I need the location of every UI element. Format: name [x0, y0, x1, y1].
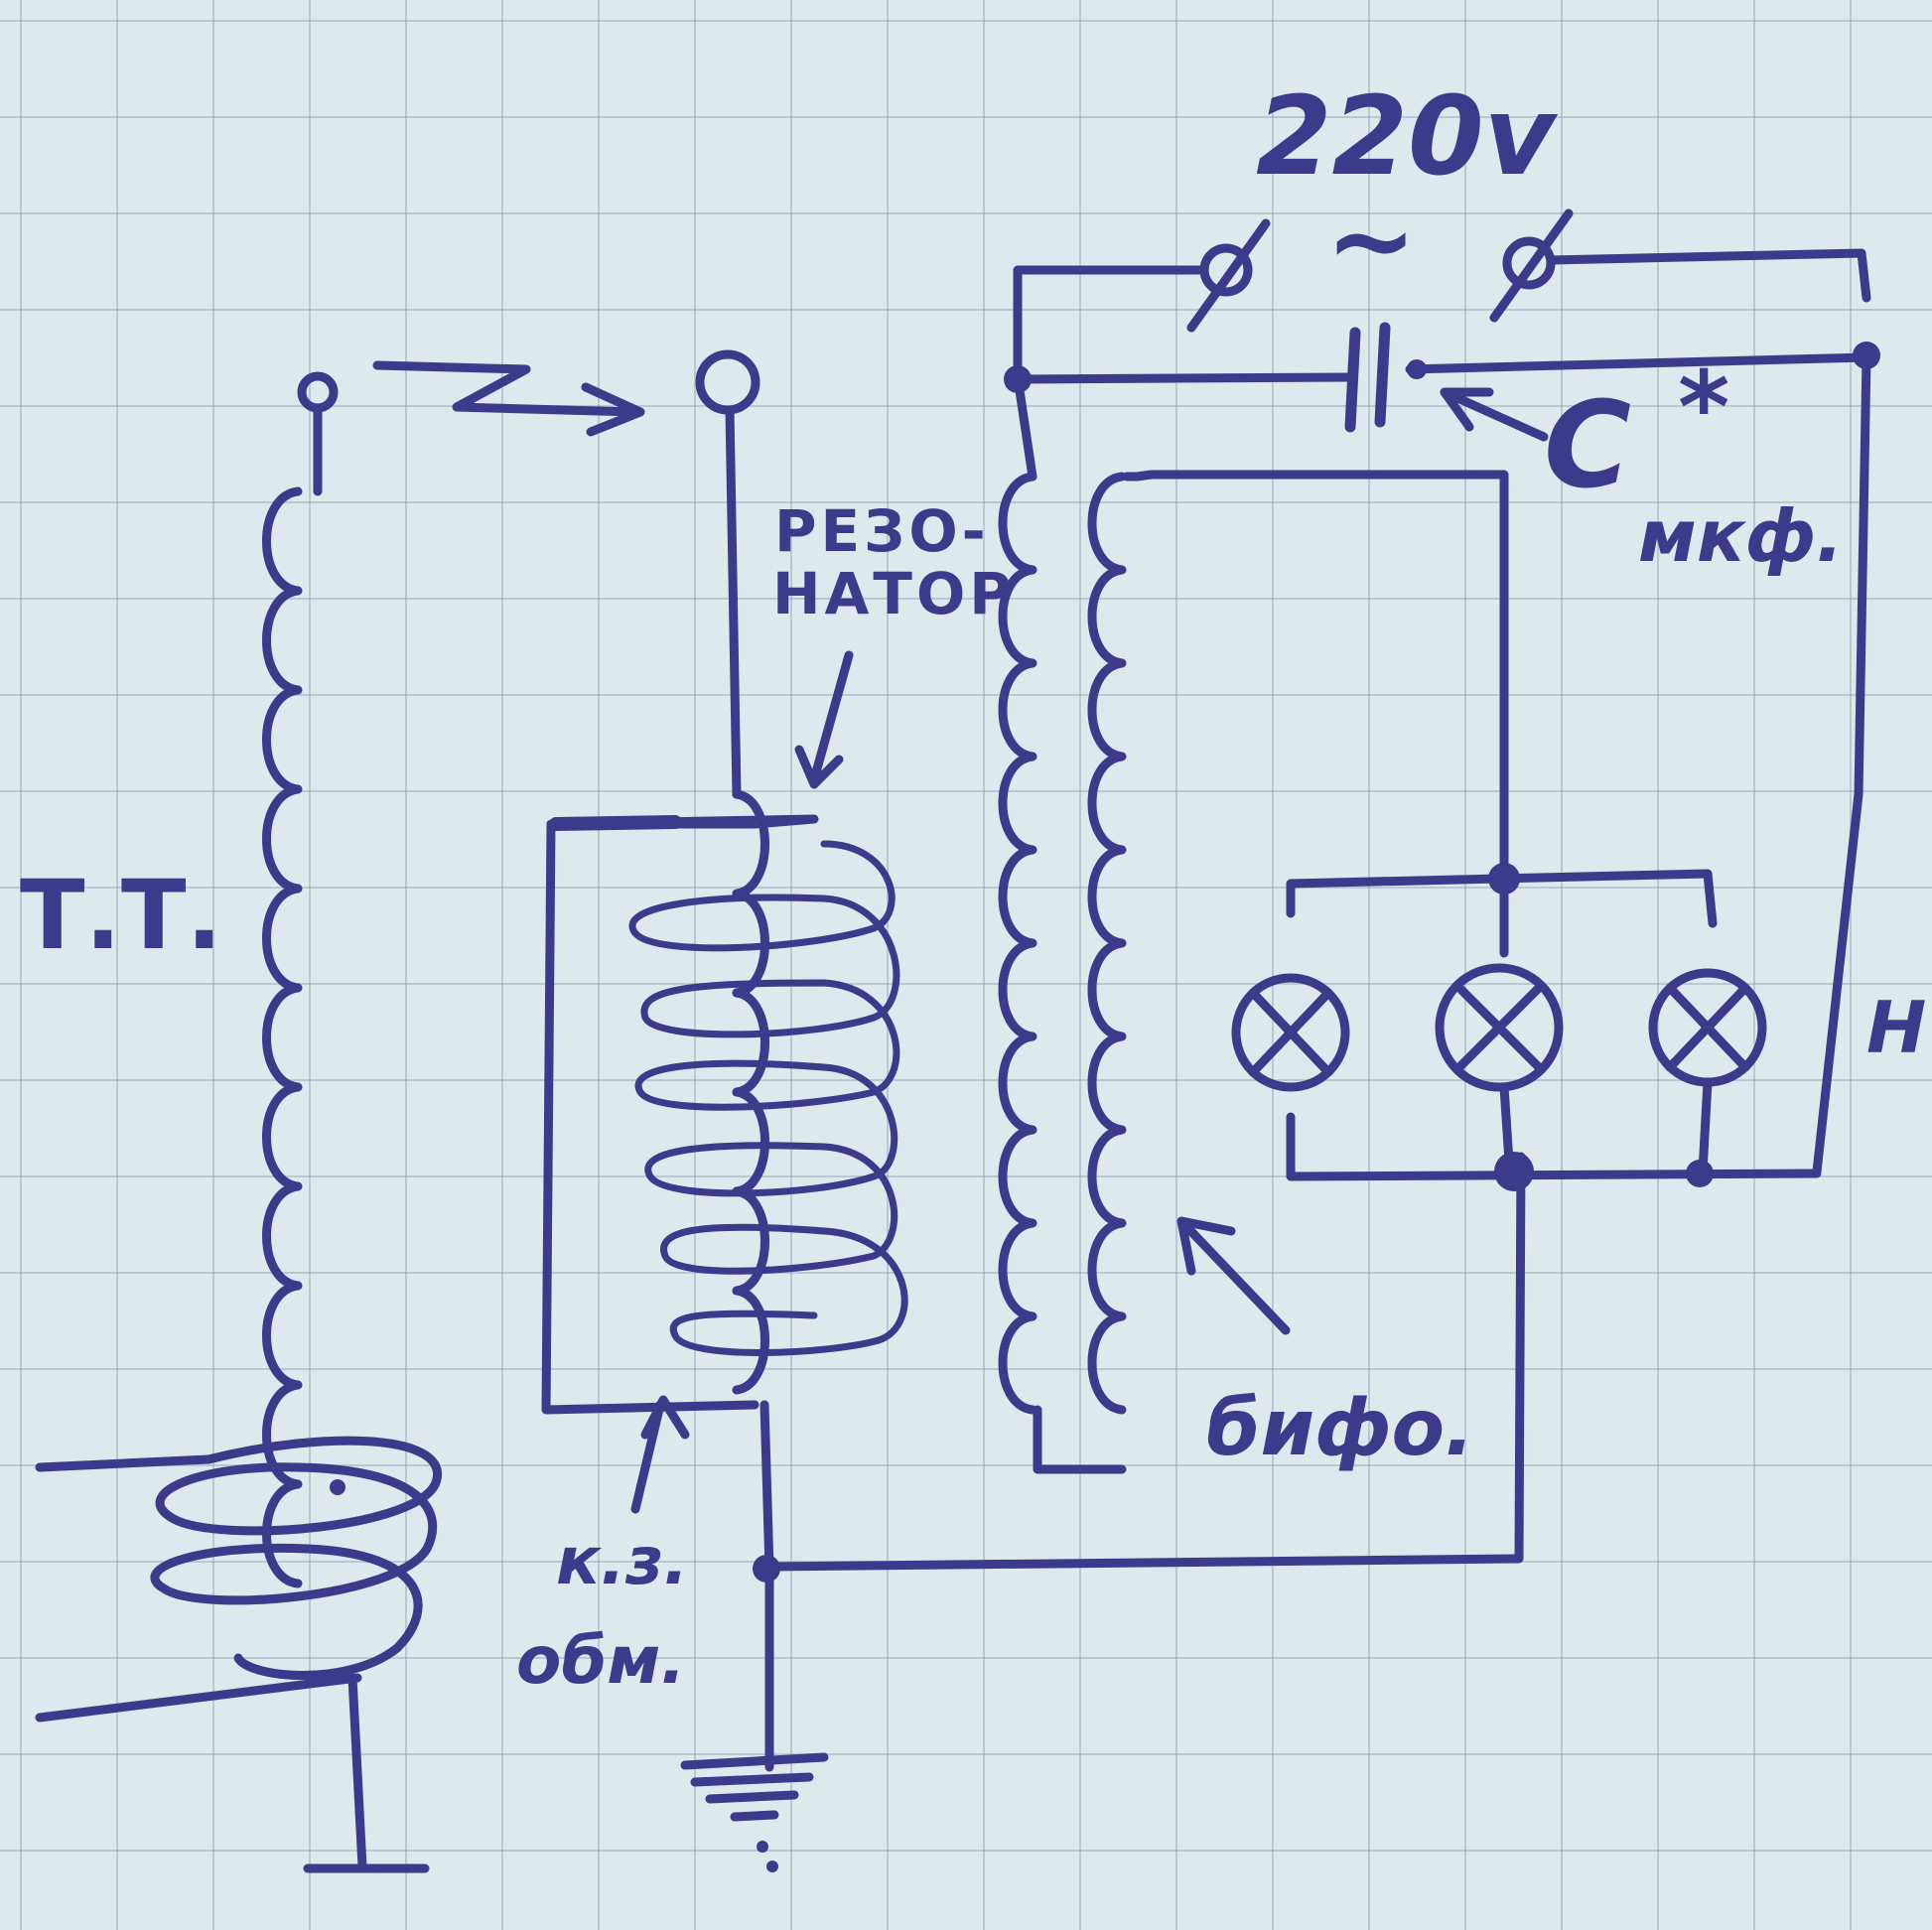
resonator-ground-lead — [759, 1400, 774, 1772]
resonator — [541, 349, 908, 1872]
mains-left-terminal — [1199, 243, 1253, 297]
voltage-label: 220v — [1256, 72, 1559, 200]
ground-symbol-bar1 — [680, 1752, 829, 1770]
resonator-pointer-arrow — [794, 650, 854, 789]
bifilar-secondary-lead — [1122, 470, 1509, 879]
lamp-3-bottom-junction — [1686, 1160, 1714, 1187]
lamp-3-bottom-lead — [1698, 1077, 1713, 1176]
right-rail-wire — [1812, 352, 1871, 1176]
bifilar-bottom-link — [1033, 1405, 1127, 1474]
resonator-top-terminal — [695, 349, 760, 415]
short-circuit-label-line1: к.з. — [556, 1523, 688, 1599]
capacitor-plate-1 — [1344, 327, 1361, 433]
bifilar-label: бифо. — [1206, 1384, 1474, 1473]
resonator-winding — [732, 789, 769, 1395]
capacitor-unit-label: мкф. — [1638, 494, 1844, 578]
ground-dot2 — [766, 1861, 778, 1872]
lamp-bank-bottom-bus — [1286, 1112, 1822, 1181]
mains-left-terminal-slash — [1186, 218, 1271, 333]
resonator-label-line1: РЕЗО- — [774, 497, 990, 565]
tesla-coil-primary-winding — [35, 1436, 442, 1680]
tesla-coil-label: Т.Т. — [20, 860, 222, 971]
lamp-3 — [1648, 968, 1767, 1087]
lamp-bank-bottom-junction — [1494, 1152, 1534, 1191]
short-circuit-winding-clamp — [549, 815, 682, 831]
capacitor-left-wire — [1013, 372, 1355, 384]
capacitor-left-junction — [1004, 365, 1032, 393]
ground-return-wire — [764, 1152, 1526, 1572]
ground-symbol-bar2 — [690, 1772, 814, 1787]
short-circuit-pointer-arrow — [630, 1395, 690, 1514]
capacitor-mark: * — [1678, 349, 1729, 466]
ground-symbol-bar3 — [705, 1790, 799, 1804]
lamp-2-bottom-lead — [1499, 1082, 1514, 1167]
tesla-coil-secondary-winding — [262, 486, 303, 1588]
capacitor-pointer-arrow — [1440, 387, 1549, 442]
lamp-2 — [1435, 963, 1564, 1092]
tesla-coil-ground-lead — [347, 1673, 367, 1871]
tesla-coil-top-terminal — [297, 371, 339, 413]
mains-left-wire — [1013, 265, 1206, 285]
capacitor-plate-2 — [1374, 322, 1391, 428]
lamp-1 — [1231, 973, 1350, 1092]
bifilar-winding-2 — [1087, 472, 1127, 1415]
short-circuit-label-line2: обм. — [516, 1622, 685, 1699]
wireless-transfer-arrow — [372, 360, 645, 437]
capacitor — [1004, 322, 1880, 442]
mains-right-terminal-slash — [1489, 208, 1574, 323]
tesla-coil-primary-lead — [35, 1673, 362, 1723]
resonator-outer-turns — [628, 840, 908, 1356]
load-label: Н — [1866, 986, 1926, 1069]
ground-dot1 — [757, 1841, 768, 1853]
bifilar-pointer-arrow — [1176, 1216, 1291, 1335]
lamp-bank — [1231, 863, 1822, 1191]
bifilar-transformer — [998, 273, 1509, 1474]
capacitor-right-junction — [1407, 359, 1427, 379]
capacitor-label: С — [1544, 377, 1631, 515]
mains-input — [1013, 208, 1871, 333]
ground-symbol-bar4 — [730, 1810, 779, 1822]
tesla-coil-junction — [330, 1479, 345, 1495]
resonator-lead — [725, 405, 742, 799]
ac-symbol: ~ — [1325, 177, 1417, 304]
tesla-coil — [35, 371, 442, 1873]
mains-right-wire — [1546, 248, 1871, 303]
bifilar-winding-1 — [998, 472, 1037, 1415]
resonator-label-line2: НАТОР — [772, 560, 1016, 627]
capacitor-right-wire — [1405, 352, 1871, 374]
